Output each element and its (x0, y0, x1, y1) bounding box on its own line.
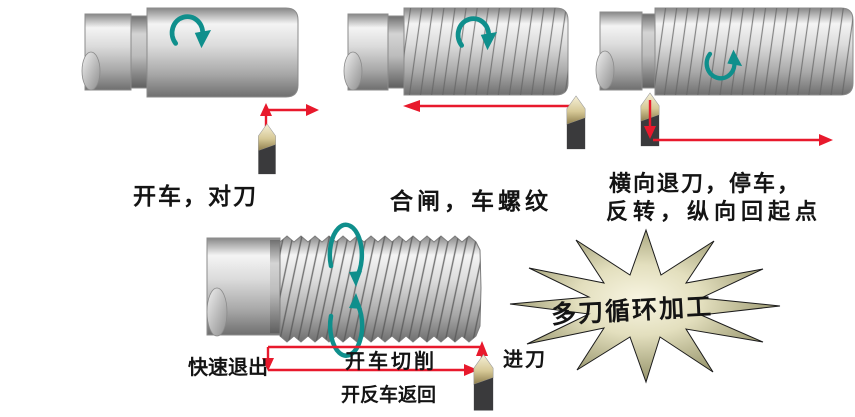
toolpath-arrow-icon (403, 100, 573, 112)
panel-step1-graphic (81, 7, 319, 175)
workpiece-groove (641, 13, 656, 89)
workpiece-body (146, 7, 299, 98)
workpiece-groove (130, 15, 148, 89)
thread-texture (404, 8, 568, 95)
shaft-end-face (206, 287, 228, 337)
panel-step2-graphic (343, 7, 586, 150)
shaft-step-face (270, 240, 280, 333)
workpiece-groove (387, 15, 405, 89)
step3-caption-line1: 横向退刀，停车， (609, 171, 802, 196)
workpiece-plain-cylinder (81, 7, 299, 98)
panel-step4-graphic (206, 222, 494, 411)
label-reverse-return: 开反车返回 (341, 385, 437, 406)
shaft-end-face (343, 51, 363, 91)
thread-texture (655, 8, 853, 95)
cycle-toolpath-arrows-icon (262, 341, 488, 376)
workpiece-screw (206, 235, 482, 343)
cutting-tool-icon (257, 123, 277, 175)
workpiece-threaded-cylinder (343, 7, 569, 96)
panel-step3-graphic (595, 7, 854, 147)
starburst-graphic (509, 228, 781, 384)
step3-caption-line2: 反转，纵向回起点 (606, 199, 823, 224)
label-feed-in: 进刀 (503, 349, 547, 371)
label-cutting: 开车切削 (345, 351, 437, 373)
shaft-end-face (595, 50, 615, 90)
step2-caption: 合闸，车螺纹 (390, 189, 552, 214)
cutting-tool-icon (473, 354, 494, 411)
cutting-tool-icon (566, 95, 586, 150)
step1-caption: 开车，对刀 (133, 184, 258, 209)
toolpath-arrow-icon (644, 100, 833, 146)
rotation-cycle-arrow-icon (327, 222, 365, 358)
label-rapid-retract: 快速退出 (188, 357, 268, 379)
starburst-shape (509, 228, 781, 384)
thread-texture (280, 236, 481, 342)
shaft-end-face (81, 51, 101, 91)
workpiece-threaded-cylinder (595, 7, 854, 96)
